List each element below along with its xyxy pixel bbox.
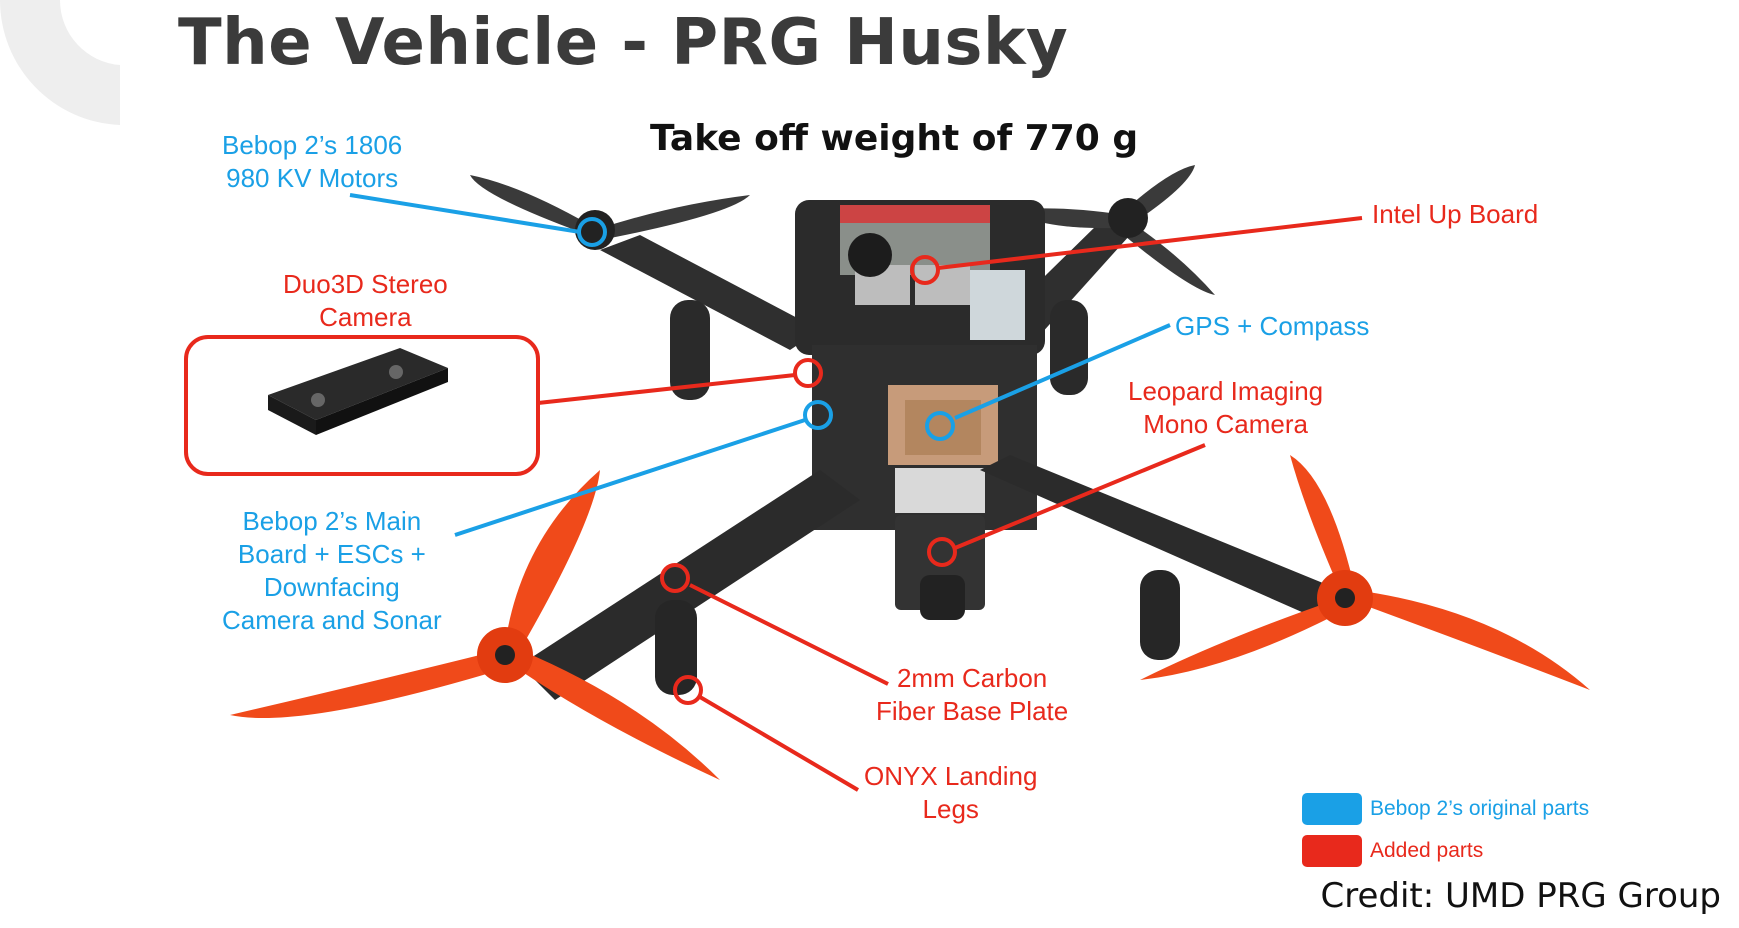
weight-subtitle: Take off weight of 770 g [650, 118, 1139, 159]
legend-swatch-red [1302, 835, 1362, 867]
credit-text: Credit: UMD PRG Group [1320, 876, 1721, 916]
back-left-propeller [470, 175, 750, 250]
corner-decoration [0, 0, 120, 125]
red-callouts [537, 216, 1363, 792]
label-intel-up-board: Intel Up Board [1372, 199, 1539, 229]
back-right-propeller [1010, 165, 1215, 295]
legend-swatch-blue [1302, 793, 1362, 825]
duo3d-inset [184, 335, 540, 476]
drone-body [795, 200, 1045, 620]
legend-added: Added parts [1302, 835, 1483, 867]
page-title: The Vehicle - PRG Husky [178, 6, 1069, 80]
front-left-propeller [230, 470, 720, 780]
blue-callouts [349, 193, 1171, 537]
legend-original: Bebop 2’s original parts [1302, 793, 1589, 825]
front-right-propeller [1140, 455, 1590, 690]
label-gps-compass: GPS + Compass [1175, 311, 1370, 341]
